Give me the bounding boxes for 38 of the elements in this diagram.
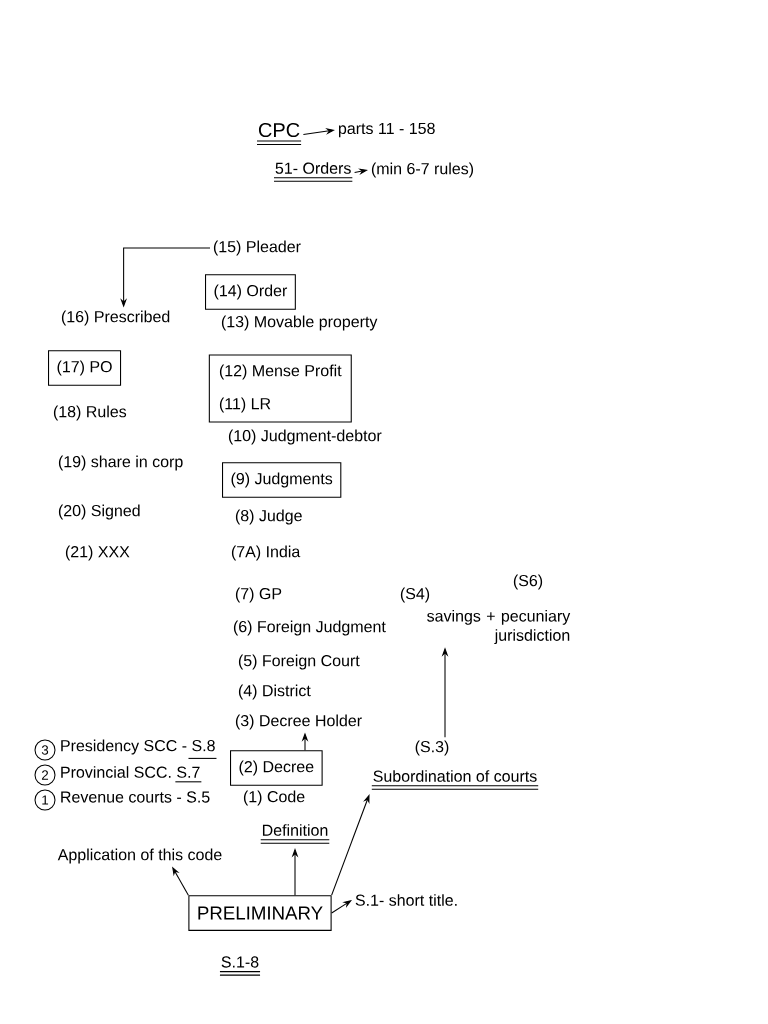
list-item: (18) Rules (53, 405, 127, 421)
side-note: S.1-8 (221, 956, 259, 968)
list-item: (1) Code (243, 790, 305, 806)
heading: CPC (258, 122, 300, 138)
note-text: savings + pecuniary jurisdiction (427, 609, 571, 645)
boxed-term: (17) PO (48, 350, 122, 386)
note-text: Application of this code (57, 848, 222, 864)
section-reference: (S6) (513, 574, 543, 590)
note-text: (16) Prescribed (61, 310, 170, 326)
boxed-term: (2) Decree (230, 750, 323, 786)
note-text: Definition (262, 824, 328, 836)
list-item: (6) Foreign Judgment (233, 620, 386, 636)
boxed-term: (14) Order (205, 274, 296, 310)
section-reference: (S4) (400, 587, 430, 603)
list-item: (20) Signed (58, 504, 140, 520)
list-item: (4) District (238, 684, 311, 700)
note-text: parts 11 - 158 (338, 122, 435, 138)
boxed-term: (9) Judgments (222, 462, 342, 498)
list-item: (13) Movable property (221, 315, 378, 331)
boxed-group: (12) Mense Profit (11) LR (208, 354, 352, 423)
list-item: (7) GP (235, 587, 282, 603)
side-note: Provincial SCC. S.7 (61, 766, 200, 778)
side-note: Presidency SCC - S.8 (61, 739, 215, 755)
note-text: Subordination of courts (373, 770, 537, 782)
list-item: (21) XXX (65, 545, 130, 561)
note-text: (min 6-7 rules) (371, 162, 474, 178)
section-reference: (S.3) (415, 740, 449, 756)
note-text: S.1- short title. (355, 894, 457, 906)
note-text: (15) Pleader (213, 240, 301, 256)
list-item: (5) Foreign Court (238, 654, 360, 670)
side-note: Revenue courts - S.5 (61, 791, 210, 803)
list-item: (7A) India (231, 545, 301, 561)
title-box: PRELIMINARY (188, 895, 332, 931)
list-item: (10) Judgment-debtor (228, 429, 382, 445)
note-text: 51- Orders (275, 162, 351, 174)
arrow (331, 900, 352, 914)
note-text: (3) Decree Holder (235, 714, 362, 730)
list-item: (19) share in corp (58, 455, 183, 471)
